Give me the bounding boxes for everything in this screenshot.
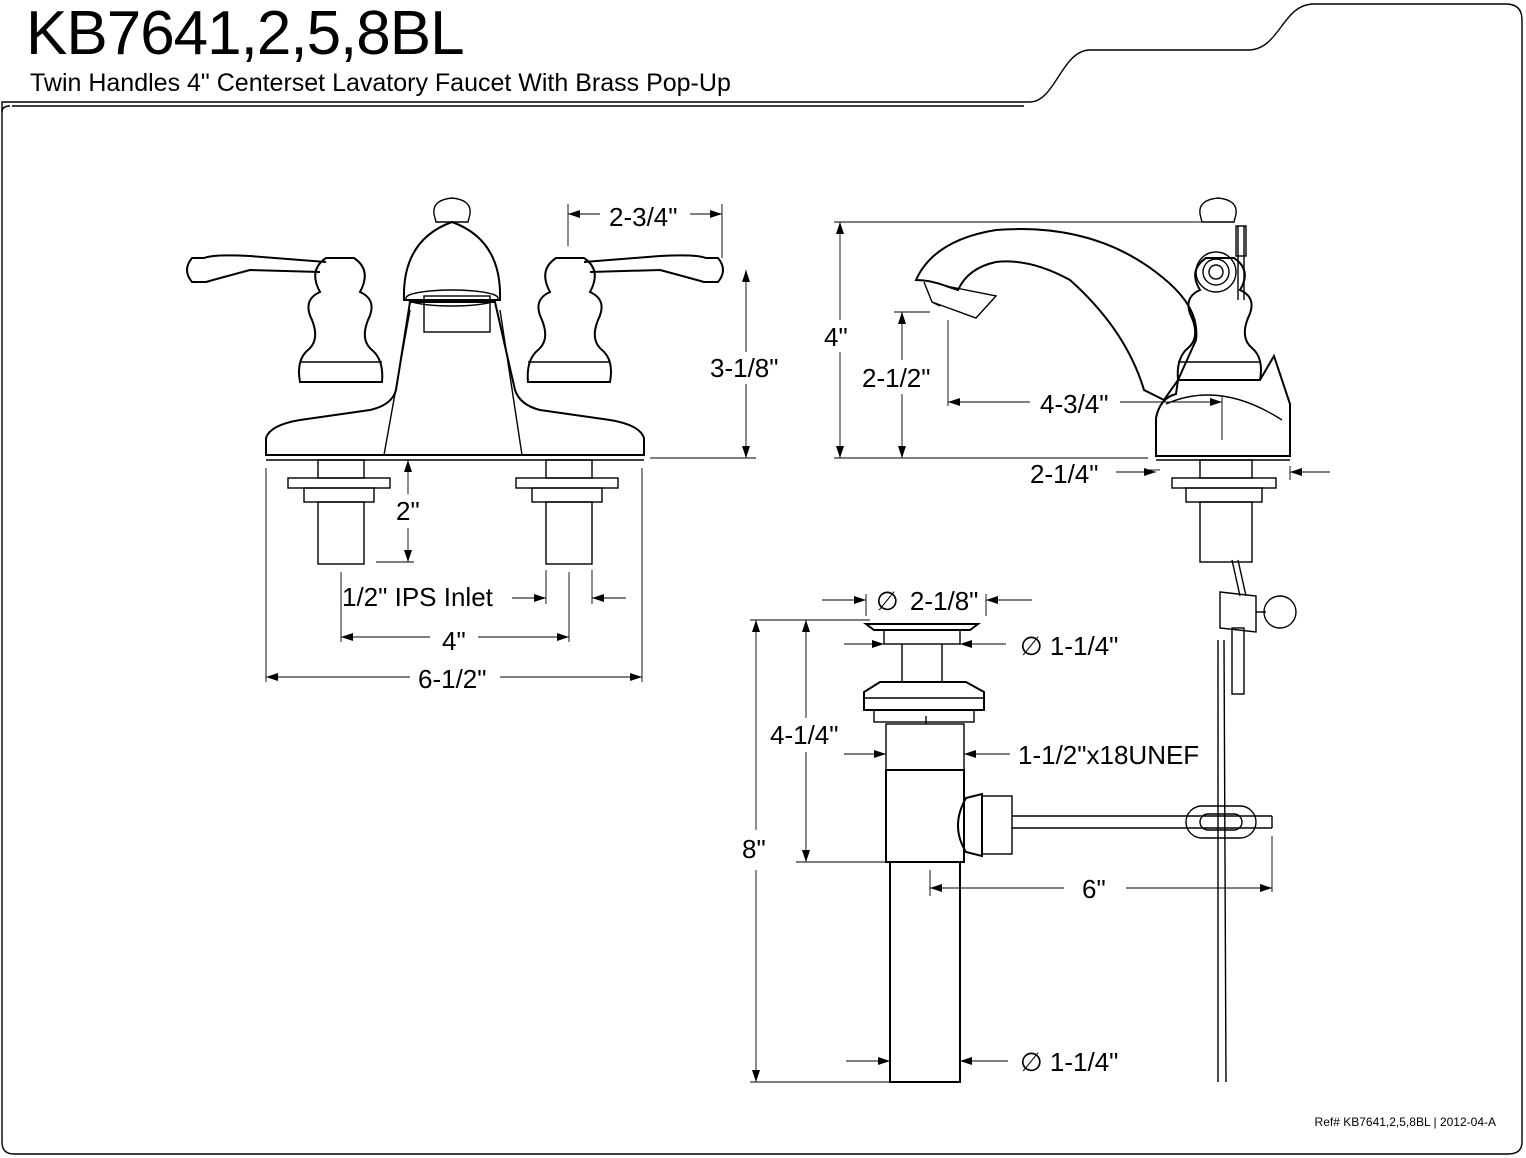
dim-overall-length: 8": [742, 834, 766, 864]
reference-code: Ref# KB7641,2,5,8BL | 2012-04-A: [1314, 1115, 1496, 1129]
front-deck-plate: [265, 301, 645, 456]
dim-spout-clearance: 2-1/2": [862, 363, 931, 393]
side-lift-rod: [1231, 226, 1247, 597]
front-left-lever: [186, 254, 327, 283]
dim-shank-length: 2": [396, 496, 420, 526]
dim-height-above-deck: 3-1/8": [710, 353, 779, 383]
drain-body: [885, 769, 965, 863]
dim-thread-spec: 1-1/2"x18UNEF: [1018, 740, 1199, 770]
dim-center-spacing: 4": [442, 626, 466, 656]
dim-body-height: 4-1/4": [770, 720, 839, 750]
dim-stopper-diameter: 1-1/4": [1050, 631, 1119, 661]
side-handle: [1176, 257, 1262, 381]
drain-tailpiece: [889, 861, 961, 1083]
drain-view: ∅ 2-1/8" ∅ 1-1/4" 4-1/4" 1-1/2"x18UNEF 8…: [742, 586, 1297, 1083]
sheet-frame: [1, 3, 1523, 1155]
dim-overall-width: 6-1/2": [418, 664, 487, 694]
drain-flange: [863, 681, 985, 711]
dim-base-depth: 2-1/4": [1030, 459, 1099, 489]
sheet-frame-inner: [1, 105, 1024, 113]
svg-text:∅ 2-1/8": ∅ 2-1/8": [876, 586, 978, 616]
svg-text:∅ 1-1/4": ∅ 1-1/4": [1020, 1047, 1118, 1077]
dim-inlet: 1/2" IPS Inlet: [342, 582, 494, 612]
front-view: 2-3/4" 3-1/8" 2" 1/2" IPS Inlet 4" 6-1/2…: [186, 197, 779, 694]
model-title: KB7641,2,5,8BL: [26, 0, 465, 68]
svg-text:∅ 1-1/4": ∅ 1-1/4": [1020, 631, 1118, 661]
dim-overall-height: 4": [824, 322, 848, 352]
drain-stopper: [863, 623, 981, 631]
front-right-lever: [583, 254, 724, 283]
front-left-handle: [298, 257, 384, 383]
dim-tailpiece-diameter: 1-1/4": [1050, 1047, 1119, 1077]
side-view: 4" 2-1/2" 4-3/4" 2-1/4": [824, 197, 1330, 597]
product-description: Twin Handles 4" Centerset Lavatory Fauce…: [30, 69, 731, 97]
side-base: [1155, 353, 1291, 457]
dim-spout-offset: 2-3/4": [609, 202, 678, 232]
side-spout: [914, 228, 1198, 402]
dim-flange-diameter: 2-1/8": [910, 586, 979, 616]
diameter-symbol: ∅: [1020, 1047, 1043, 1077]
diameter-symbol: ∅: [876, 586, 899, 616]
front-spout: [402, 220, 502, 301]
diameter-symbol: ∅: [1020, 631, 1043, 661]
dim-spout-reach: 4-3/4": [1040, 389, 1109, 419]
front-right-handle: [526, 257, 612, 383]
drain-thread-body: [885, 723, 965, 771]
dim-lift-rod-offset: 6": [1082, 874, 1106, 904]
